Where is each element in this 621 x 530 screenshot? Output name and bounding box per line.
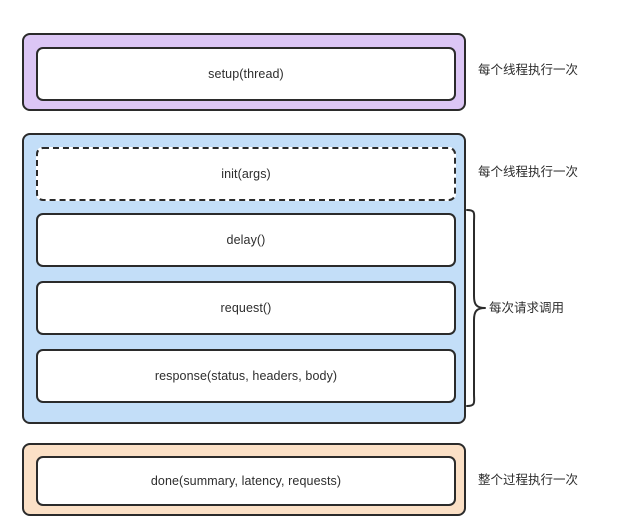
group-done: done(summary, latency, requests) xyxy=(22,443,466,516)
hook-label-done: done(summary, latency, requests) xyxy=(150,473,342,488)
annotation-per-request: 每次请求调用 xyxy=(489,301,565,315)
hook-box-response[interactable]: response(status, headers, body) xyxy=(36,349,456,403)
group-request: init(args) delay() request() response(st… xyxy=(22,133,466,424)
hook-label-delay: delay() xyxy=(226,232,266,247)
hook-box-setup[interactable]: setup(thread) xyxy=(36,47,456,101)
group-setup: setup(thread) xyxy=(22,33,466,111)
annotation-done: 整个过程执行一次 xyxy=(478,473,579,487)
hook-box-done[interactable]: done(summary, latency, requests) xyxy=(36,456,456,506)
hook-label-request: request() xyxy=(220,300,272,315)
hook-label-setup: setup(thread) xyxy=(208,66,284,81)
annotation-setup: 每个线程执行一次 xyxy=(478,63,579,77)
hook-label-response: response(status, headers, body) xyxy=(154,368,338,383)
hook-box-request[interactable]: request() xyxy=(36,281,456,335)
hook-box-delay[interactable]: delay() xyxy=(36,213,456,267)
curly-brace-icon xyxy=(466,209,486,407)
hook-label-init: init(args) xyxy=(221,166,271,181)
annotation-init: 每个线程执行一次 xyxy=(478,165,579,179)
hook-box-init[interactable]: init(args) xyxy=(36,147,456,201)
